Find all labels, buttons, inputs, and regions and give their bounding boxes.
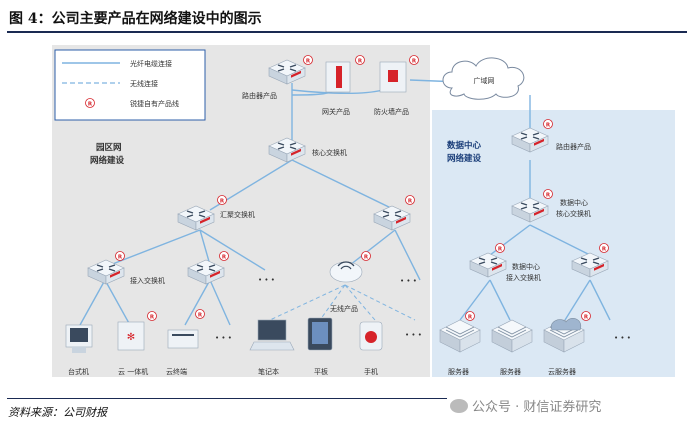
phone-icon (359, 321, 383, 351)
dc-access-label-line2: 接入交换机 (506, 273, 541, 282)
page-title: 图 4：公司主要产品在网络建设中的图示 (7, 7, 687, 33)
laptop-icon (249, 319, 295, 351)
dc-access-label-line1: 数据中心 (512, 262, 540, 271)
gateway-label: 网关产品 (322, 107, 350, 116)
brand-mark-icon (85, 98, 95, 108)
wechat-icon (450, 398, 468, 413)
access-point-icon (329, 251, 371, 283)
campus-title-line1: 园区网 (96, 143, 122, 153)
svg-text:✻: ✻ (127, 332, 135, 343)
legend-item-fiber: 光纤电缆连接 (130, 59, 172, 68)
watermark: 公众号 · 财信证券研究 (450, 396, 601, 415)
more-ellipsis: • • • (215, 334, 232, 342)
endpoint-label-2: 云终端 (166, 367, 187, 376)
access-switch-label: 接入交换机 (130, 276, 165, 285)
dc-core-label-line1: 数据中心 (560, 198, 588, 207)
campus-router-label: 路由器产品 (242, 91, 277, 100)
watermark-text: 公众号 · 财信证券研究 (472, 400, 602, 415)
more-ellipsis: • • • (614, 334, 631, 342)
more-ellipsis: • • • (258, 276, 275, 284)
desktop-icon (65, 324, 93, 353)
dc-router-label: 路由器产品 (556, 142, 591, 151)
legend-item-brand: 锐捷自有产品线 (130, 99, 179, 108)
cloud-icon: 广域网 (442, 57, 525, 100)
endpoint-label-3: 笔记本 (258, 367, 279, 376)
endpoint-label-1: 云 一体机 (118, 367, 148, 376)
tablet-icon (307, 317, 333, 351)
endpoint-label-5: 手机 (364, 367, 378, 376)
aggregation-switch-label: 汇聚交换机 (220, 210, 255, 219)
more-ellipsis: • • • (400, 277, 417, 285)
thin-client-icon (167, 309, 205, 349)
bottom-rule (7, 398, 447, 399)
core-switch-label: 核心交换机 (312, 148, 347, 157)
connection-lines (79, 79, 611, 326)
cloud-label: 广域网 (474, 76, 495, 85)
wireless-lines (269, 284, 416, 321)
server-label-1: 服务器 (500, 367, 521, 376)
endpoint-label-4: 平板 (314, 367, 328, 376)
source-note: 资料来源：公司财报 (8, 406, 107, 419)
more-ellipsis: • • • (405, 331, 422, 339)
legend-item-wireless: 无线连接 (130, 79, 158, 88)
firewall-icon (379, 55, 419, 93)
firewall-label: 防火墙产品 (374, 107, 409, 116)
legend: 光纤电缆连接 无线连接 锐捷自有产品线 (54, 49, 206, 121)
campus-title-line2: 网络建设 (90, 155, 125, 166)
dc-title-line2: 网络建设 (447, 153, 482, 164)
gateway-icon (325, 55, 365, 93)
dc-core-label-line2: 核心交换机 (556, 209, 591, 218)
wireless-label: 无线产品 (330, 304, 358, 313)
server-label-0: 服务器 (448, 367, 469, 376)
all-in-one-icon: ✻ (117, 311, 157, 351)
cloud-server-icon (543, 311, 591, 353)
endpoint-label-0: 台式机 (68, 367, 89, 376)
server-label-2: 云服务器 (548, 367, 576, 376)
dc-title-line1: 数据中心 (447, 140, 482, 151)
